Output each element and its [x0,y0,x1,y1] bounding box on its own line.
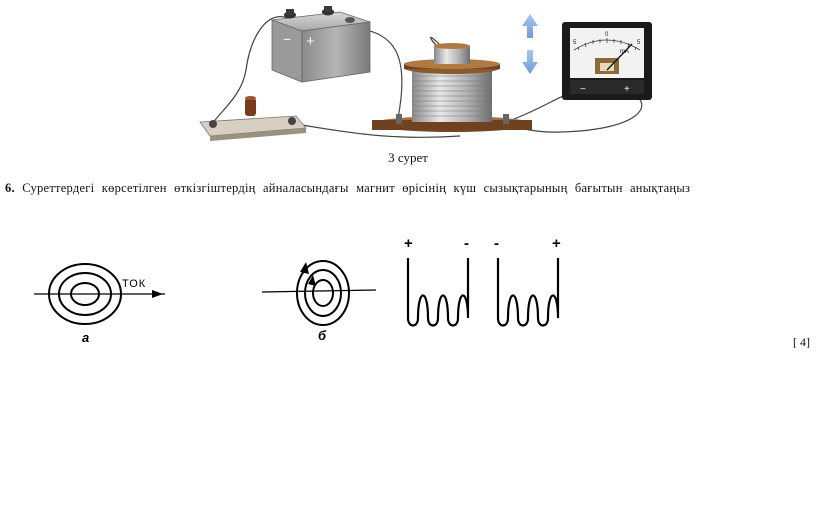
figure-b-label: б [318,328,327,343]
figure-b [261,260,377,326]
switch [199,96,307,141]
meter-scale-left: 5 [573,40,577,46]
coil-2-right-sign: + [552,235,561,252]
coil [372,43,532,132]
figure-a-label: а [82,330,89,345]
battery: − + [271,6,371,83]
score-marker: [ 4] [793,335,810,349]
question-number: 6. [5,181,15,195]
meter-scale-center: 0 [605,32,609,38]
question-text: Суреттердегі көрсетілген өткізгіштердің … [22,181,691,195]
coil-1 [406,258,470,327]
question-6: 6. Суреттердегі көрсетілген өткізгіштерд… [5,181,690,196]
circuit-illustration: − + [199,6,652,141]
meter-scale-right: 5 [637,40,641,46]
figure-caption: 3 сурет [388,150,428,165]
field-line-figures: ТОК а б + - - + [34,235,561,345]
battery-plus-sign: + [306,33,315,50]
battery-minus-sign: − [283,31,291,47]
vertical-double-arrow-icon [522,14,538,74]
coil-1-left-sign: + [404,235,413,252]
coil-1-right-sign: - [464,235,469,252]
figure-a [34,263,165,325]
current-label: ТОК [122,278,146,290]
coil-2 [496,258,560,327]
galvanometer: 5 0 5 mA − + [562,22,652,100]
meter-terminal-plus: + [624,84,630,95]
meter-terminal-minus: − [580,84,586,95]
coil-2-left-sign: - [494,235,499,252]
